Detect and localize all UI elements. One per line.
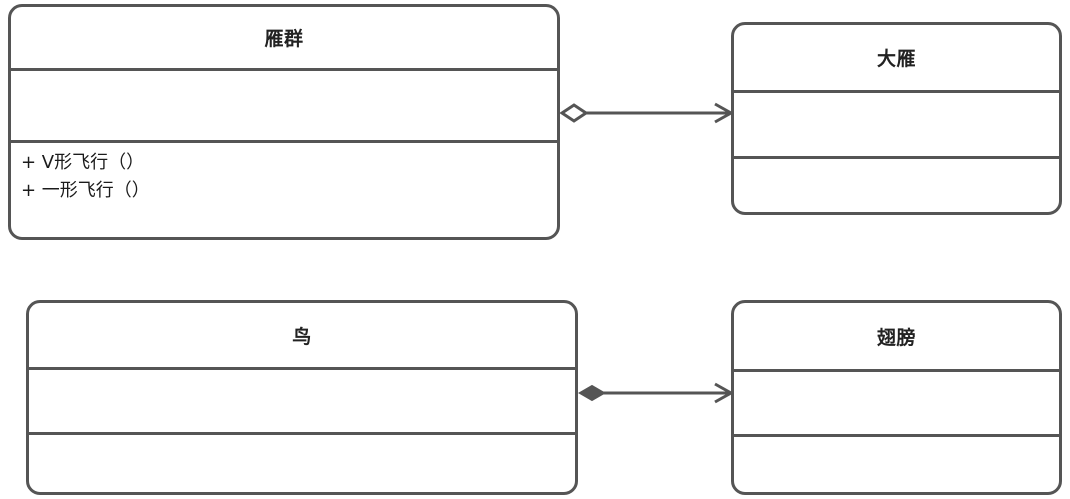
class-operations-niao <box>29 432 575 492</box>
open-arrowhead-icon <box>714 382 735 404</box>
hollow-diamond-icon <box>559 103 589 123</box>
class-attributes-niao <box>29 367 575 432</box>
operation-row: + 一形飞行（） <box>21 179 150 201</box>
uml-class-dayan[interactable]: 大雁 <box>731 22 1062 215</box>
class-operations-chibang <box>734 434 1059 492</box>
class-title-yanqun: 雁群 <box>264 28 304 50</box>
aggregation-connector-yanqun-dayan[interactable] <box>559 98 735 128</box>
uml-class-chibang[interactable]: 翅膀 <box>731 300 1062 495</box>
open-arrowhead-icon <box>714 102 735 124</box>
class-attributes-chibang <box>734 369 1059 434</box>
class-attributes-dayan <box>734 90 1059 156</box>
filled-diamond-icon <box>578 384 606 402</box>
class-title-dayan: 大雁 <box>876 48 916 70</box>
class-operations-dayan <box>734 156 1059 212</box>
class-attributes-yanqun <box>11 68 557 140</box>
uml-class-niao[interactable]: 鸟 <box>26 300 578 495</box>
class-title-chibang: 翅膀 <box>876 326 916 349</box>
operation-row: + V形飞行（） <box>21 152 145 173</box>
class-operations-yanqun: + V形飞行（） + 一形飞行（） <box>11 140 557 237</box>
composition-connector-niao-chibang[interactable] <box>578 378 735 408</box>
uml-class-yanqun[interactable]: 雁群 + V形飞行（） + 一形飞行（） <box>8 4 560 240</box>
class-title-niao: 鸟 <box>292 325 312 348</box>
